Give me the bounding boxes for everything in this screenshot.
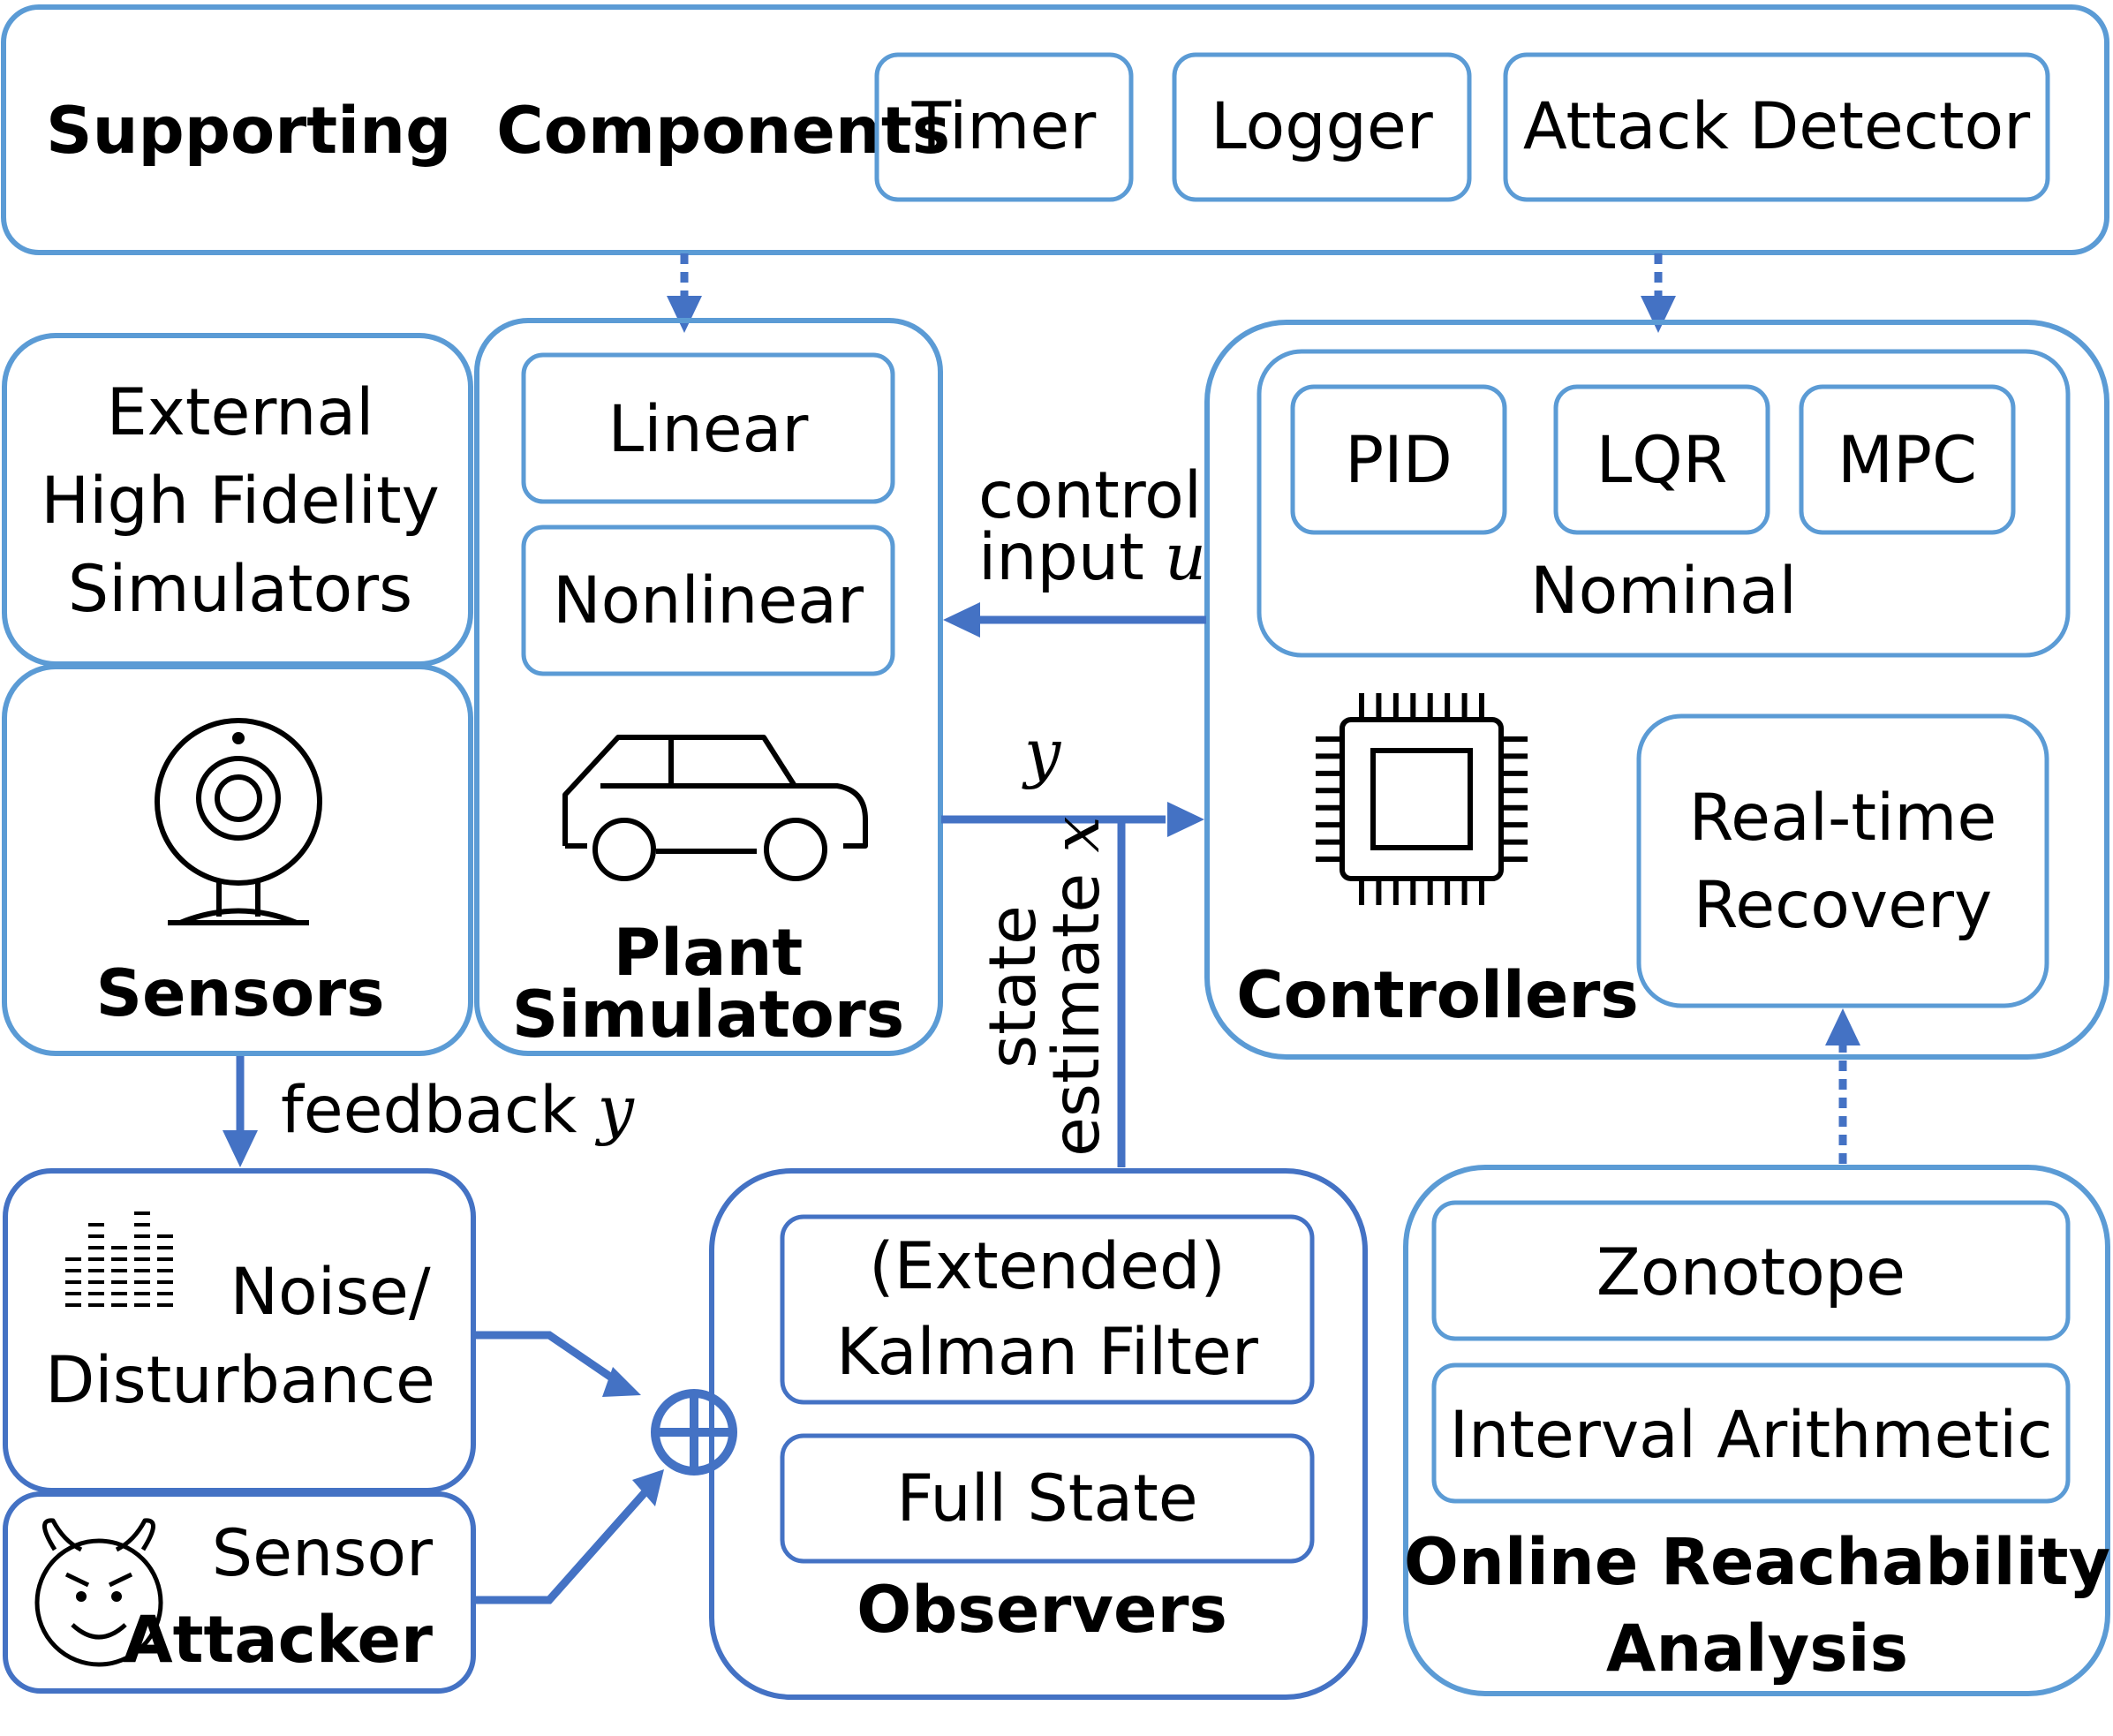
- feedback-var-y: y: [595, 1073, 635, 1148]
- dotted-arrow-to-controllers: [1641, 253, 1676, 333]
- attacker-line-2: Attacker: [123, 1603, 433, 1678]
- devil-face-icon: [34, 1518, 163, 1667]
- state-estimate-line-2: estimate x: [1039, 816, 1114, 1157]
- controllers-label: Controllers: [1236, 958, 1639, 1033]
- attack-detector-label: Attack Detector: [1523, 89, 2031, 164]
- nonlinear-box: Nonlinear: [521, 525, 895, 676]
- interval-arithmetic-box: Interval Arithmetic: [1431, 1362, 2071, 1504]
- logger-box: Logger: [1172, 52, 1472, 202]
- noise-to-sum-arrow: [475, 1331, 641, 1397]
- control-input-line-2: input u: [978, 520, 1206, 595]
- y-output-label: y: [1022, 716, 1061, 791]
- sensors-box: Sensors: [2, 664, 473, 1056]
- real-time-recovery-box: Real-time Recovery: [1636, 713, 2049, 1008]
- interval-arithmetic-label: Interval Arithmetic: [1450, 1398, 2053, 1473]
- dotted-arrow-to-plant: [667, 253, 702, 333]
- recovery-line-2: Recovery: [1694, 868, 1992, 943]
- sum-junction-icon: [651, 1389, 737, 1476]
- plant-label-line-2: Simulators: [512, 977, 904, 1053]
- extended-kalman-filter-box: (Extended) Kalman Filter: [780, 1214, 1315, 1405]
- external-line-3: Simulators: [68, 552, 412, 627]
- external-line-1: External: [107, 375, 374, 450]
- supporting-components-title: Supporting Components: [46, 94, 950, 169]
- external-simulators-box: External High Fidelity Simulators: [2, 333, 473, 667]
- attacker-line-1: Sensor: [212, 1516, 434, 1591]
- noise-line-2: Disturbance: [45, 1343, 435, 1418]
- sensor-attacker-box: Sensor Attacker: [3, 1491, 476, 1694]
- recovery-line-1: Real-time: [1689, 781, 1997, 856]
- nominal-label: Nominal: [1530, 554, 1797, 629]
- reachability-panel: Zonotope Interval Arithmetic Online Reac…: [1403, 1165, 2110, 1696]
- timer-label: Timer: [911, 89, 1098, 164]
- feedback-label: feedback y: [281, 1073, 635, 1148]
- plant-simulators-panel: Linear Nonlinear Plant Simulators: [474, 318, 943, 1056]
- linear-label: Linear: [608, 392, 810, 467]
- mpc-box: MPC: [1799, 384, 2016, 535]
- observers-panel: (Extended) Kalman Filter Full State Obse…: [709, 1168, 1368, 1700]
- webcam-icon: [155, 718, 322, 925]
- pid-box: PID: [1290, 384, 1507, 535]
- full-state-box: Full State: [780, 1433, 1315, 1564]
- car-icon: [562, 735, 868, 881]
- state-estimate-line-1: state: [976, 905, 1051, 1068]
- state-var-x: x: [1039, 816, 1114, 852]
- logger-label: Logger: [1211, 89, 1434, 164]
- pid-label: PID: [1345, 423, 1453, 498]
- ekf-line-1: (Extended): [869, 1229, 1226, 1304]
- lqr-label: LQR: [1596, 423, 1728, 498]
- supporting-components-panel: Supporting Components Timer Logger Attac…: [1, 4, 2109, 255]
- equalizer-icon: [65, 1211, 173, 1307]
- control-input-arrow: [943, 602, 1206, 638]
- observers-label: Observers: [857, 1573, 1227, 1648]
- attacker-to-sum-arrow: [475, 1469, 664, 1604]
- attack-detector-box: Attack Detector: [1503, 52, 2050, 202]
- lqr-box: LQR: [1553, 384, 1770, 535]
- reachability-label-line-1: Online Reachability: [1404, 1525, 2110, 1600]
- y-output-arrow: [941, 802, 1204, 837]
- control-var-u: u: [1165, 520, 1206, 595]
- ekf-line-2: Kalman Filter: [836, 1315, 1259, 1390]
- zonotope-box: Zonotope: [1431, 1200, 2071, 1341]
- plant-label-line-1: Plant: [614, 916, 804, 991]
- chip-icon: [1316, 693, 1528, 905]
- timer-box: Timer: [874, 52, 1134, 202]
- linear-box: Linear: [521, 352, 895, 504]
- feedback-arrow: [223, 1056, 258, 1167]
- sensors-label: Sensors: [95, 956, 384, 1031]
- external-line-2: High Fidelity: [41, 464, 440, 539]
- full-state-label: Full State: [896, 1461, 1197, 1536]
- control-input-line-1: control: [978, 458, 1202, 533]
- dotted-arrow-to-recovery: [1825, 1008, 1860, 1164]
- mpc-label: MPC: [1838, 423, 1977, 498]
- noise-disturbance-box: Noise/ Disturbance: [3, 1168, 476, 1493]
- zonotope-label: Zonotope: [1596, 1235, 1905, 1310]
- nominal-group-box: PID LQR MPC Nominal: [1256, 349, 2071, 658]
- nonlinear-label: Nonlinear: [553, 563, 864, 638]
- controllers-panel: PID LQR MPC Nominal Real-time Recovery C…: [1204, 320, 2109, 1060]
- noise-line-1: Noise/: [230, 1255, 430, 1330]
- reachability-label-line-2: Analysis: [1606, 1611, 1908, 1687]
